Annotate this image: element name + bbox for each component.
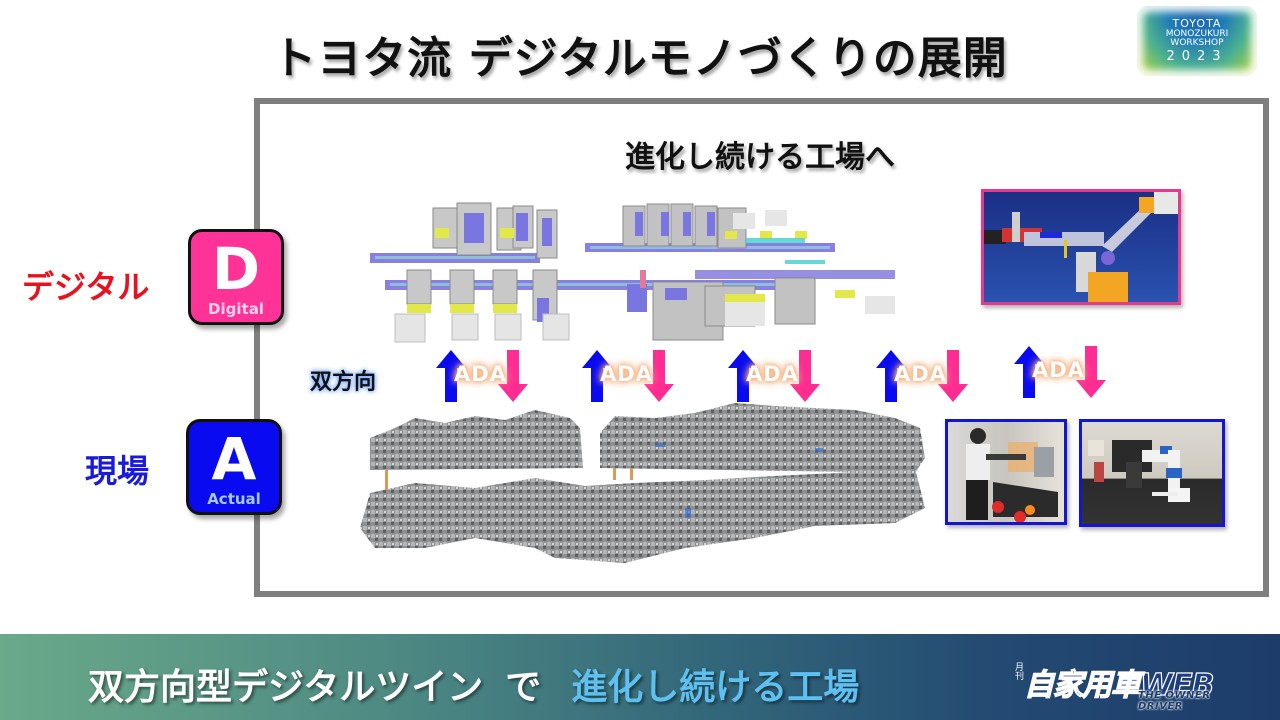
robot-cad-image	[981, 189, 1181, 305]
arrow-down-icon	[790, 350, 820, 402]
banner-text-factory: 進化し続ける工場	[571, 667, 860, 708]
digital-label: デジタル	[22, 268, 150, 306]
ada-label: ADA	[454, 362, 507, 386]
arrow-up-icon	[436, 350, 466, 402]
watermark-main: 自家用車WEB	[1023, 667, 1215, 703]
arrow-down-icon	[644, 350, 674, 402]
actual-label: 現場	[85, 452, 150, 490]
worker-photo	[945, 419, 1067, 525]
bottom-message: 双方向型デジタルツインで進化し続ける工場	[88, 658, 859, 710]
digital-badge: D Digital	[188, 229, 284, 325]
arrow-up-icon	[582, 350, 612, 402]
workshop-logo: TOYOTA MONOZUKURI WORKSHOP 2023	[1137, 6, 1257, 76]
logo-line: TOYOTA	[1172, 17, 1222, 31]
banner-text-particle: で	[505, 667, 542, 708]
arrow-down-icon	[1076, 346, 1106, 398]
frame-subtitle: 進化し続ける工場へ	[625, 140, 895, 175]
logo-year: 2023	[1166, 48, 1228, 64]
arrow-down-icon	[498, 350, 528, 402]
ada-link: ADA	[436, 350, 531, 406]
slide-title: トヨタ流 デジタルモノづくりの展開	[272, 33, 1008, 84]
badge-caption: Actual	[207, 490, 261, 508]
watermark-small: 月刊	[1013, 662, 1023, 680]
watermark-sub: THE OWNER DRIVER	[1138, 690, 1211, 712]
actual-plant-scan	[355, 398, 945, 563]
logo-line: MONOZUKURI	[1165, 29, 1229, 40]
arrow-up-icon	[876, 350, 906, 402]
badge-letter: D	[211, 235, 261, 303]
arrow-up-icon	[728, 350, 758, 402]
ada-link: ADA	[876, 350, 971, 406]
ada-link: ADA	[1014, 346, 1109, 402]
badge-letter: A	[211, 425, 257, 493]
ada-label: ADA	[894, 362, 947, 386]
bidirectional-label: 双方向	[310, 370, 377, 395]
bottom-banner	[0, 634, 1280, 720]
ada-label: ADA	[746, 362, 799, 386]
actual-badge: A Actual	[186, 419, 282, 515]
arrow-down-icon	[938, 350, 968, 402]
ada-label: ADA	[1032, 358, 1085, 382]
badge-caption: Digital	[208, 300, 264, 318]
cobot-photo	[1079, 419, 1225, 527]
publisher-watermark: 月刊 自家用車WEB THE OWNER DRIVER	[1012, 660, 1252, 712]
ada-link: ADA	[582, 350, 677, 406]
banner-text-twin: 双方向型デジタルツイン	[88, 667, 484, 708]
ada-label: ADA	[600, 362, 653, 386]
logo-line: WORKSHOP	[1170, 38, 1224, 49]
ada-link: ADA	[728, 350, 823, 406]
arrow-up-icon	[1014, 346, 1044, 398]
digital-plant-model	[365, 198, 965, 343]
